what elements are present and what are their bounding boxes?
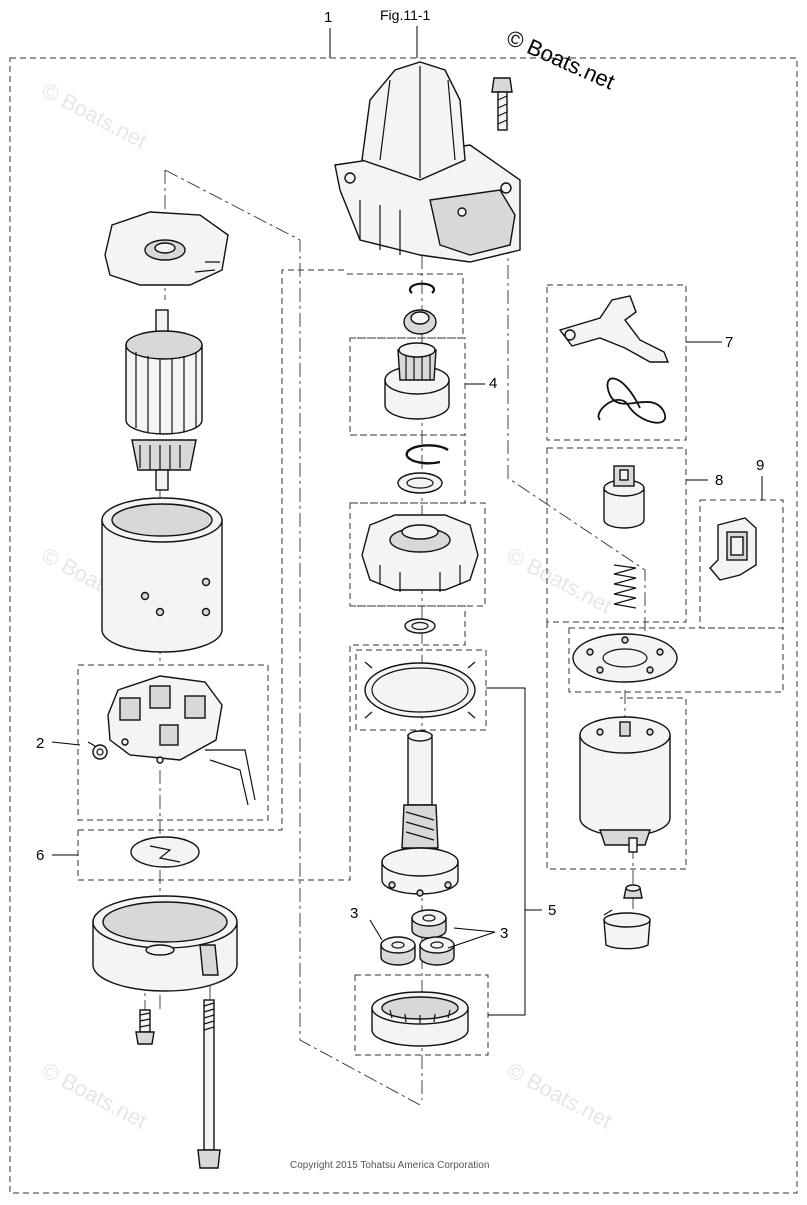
group-box-2 bbox=[77, 664, 269, 821]
callout-4: 4 bbox=[489, 375, 497, 392]
callout-1: 1 bbox=[324, 9, 332, 26]
group-box-5a bbox=[355, 649, 487, 731]
planetary-gear-2 bbox=[380, 936, 416, 966]
callout-3: 3 bbox=[500, 925, 508, 942]
stop-ring bbox=[405, 444, 449, 465]
clutch-gear-cover bbox=[361, 514, 479, 592]
washer bbox=[397, 472, 443, 494]
drive-shaft-assembly bbox=[381, 730, 459, 897]
callout-9: 9 bbox=[756, 457, 764, 474]
lever-spring bbox=[597, 377, 666, 424]
planetary-gear-1 bbox=[411, 909, 447, 939]
watermark-text: © Boats.net bbox=[38, 77, 152, 153]
thrust-plate bbox=[130, 836, 200, 868]
terminal-nut bbox=[623, 884, 643, 899]
watermark-text: © Boats.net bbox=[503, 1057, 617, 1133]
group-box-6 bbox=[77, 645, 351, 881]
assembly-line bbox=[164, 169, 421, 1106]
small-washer bbox=[404, 618, 436, 634]
through-bolt bbox=[197, 999, 221, 1169]
group-box-4 bbox=[349, 337, 466, 436]
shift-lever bbox=[558, 295, 670, 363]
cover-screw bbox=[135, 1009, 155, 1045]
group-box bbox=[350, 605, 466, 646]
leader-line bbox=[369, 919, 383, 941]
copyright-notice: Copyright 2015 Tohatsu America Corporati… bbox=[290, 1160, 489, 1171]
watermark-text: © Boats.net bbox=[503, 542, 617, 618]
end-plate bbox=[104, 211, 229, 286]
group-box bbox=[350, 434, 466, 504]
solenoid-gasket bbox=[572, 633, 678, 683]
assembly-frame bbox=[9, 57, 798, 1194]
starter-housing bbox=[334, 61, 521, 263]
callout-5: 5 bbox=[548, 902, 556, 919]
bushing bbox=[403, 309, 437, 335]
group-box bbox=[347, 273, 464, 339]
watermark-text: © Boats.net bbox=[38, 1057, 152, 1133]
group-box bbox=[349, 502, 486, 607]
plunger-spring bbox=[613, 564, 637, 609]
yoke bbox=[101, 497, 223, 653]
assembly-line bbox=[507, 190, 646, 635]
leader-line bbox=[447, 927, 496, 949]
callout-3: 3 bbox=[350, 905, 358, 922]
planetary-gear-3 bbox=[419, 936, 455, 966]
internal-gear bbox=[371, 991, 469, 1047]
housing-bolt bbox=[491, 77, 513, 131]
leader-line bbox=[486, 687, 526, 1016]
snap-ring bbox=[408, 282, 436, 294]
group-box-7 bbox=[546, 284, 687, 441]
terminal-insulator bbox=[603, 909, 651, 950]
armature bbox=[125, 309, 203, 491]
callout-6: 6 bbox=[36, 847, 44, 864]
group-box bbox=[546, 622, 687, 870]
gasket-plate bbox=[364, 661, 476, 719]
group-box-8 bbox=[546, 447, 687, 623]
leader-line bbox=[51, 741, 81, 746]
callout-2: 2 bbox=[36, 735, 44, 752]
pinion-gear bbox=[384, 342, 450, 420]
callout-8: 8 bbox=[715, 472, 723, 489]
solenoid-body bbox=[579, 716, 671, 853]
brush-spring bbox=[87, 741, 108, 760]
brush-holder bbox=[107, 675, 256, 806]
callout-7: 7 bbox=[725, 334, 733, 351]
figure-title: Fig.11-1 bbox=[380, 7, 431, 23]
rear-end-cover bbox=[92, 895, 238, 992]
brand-watermark: © Boats.net bbox=[503, 25, 618, 95]
group-box bbox=[568, 627, 784, 693]
rubber-grommet bbox=[709, 517, 757, 581]
plunger bbox=[603, 465, 645, 529]
group-box bbox=[78, 269, 347, 831]
